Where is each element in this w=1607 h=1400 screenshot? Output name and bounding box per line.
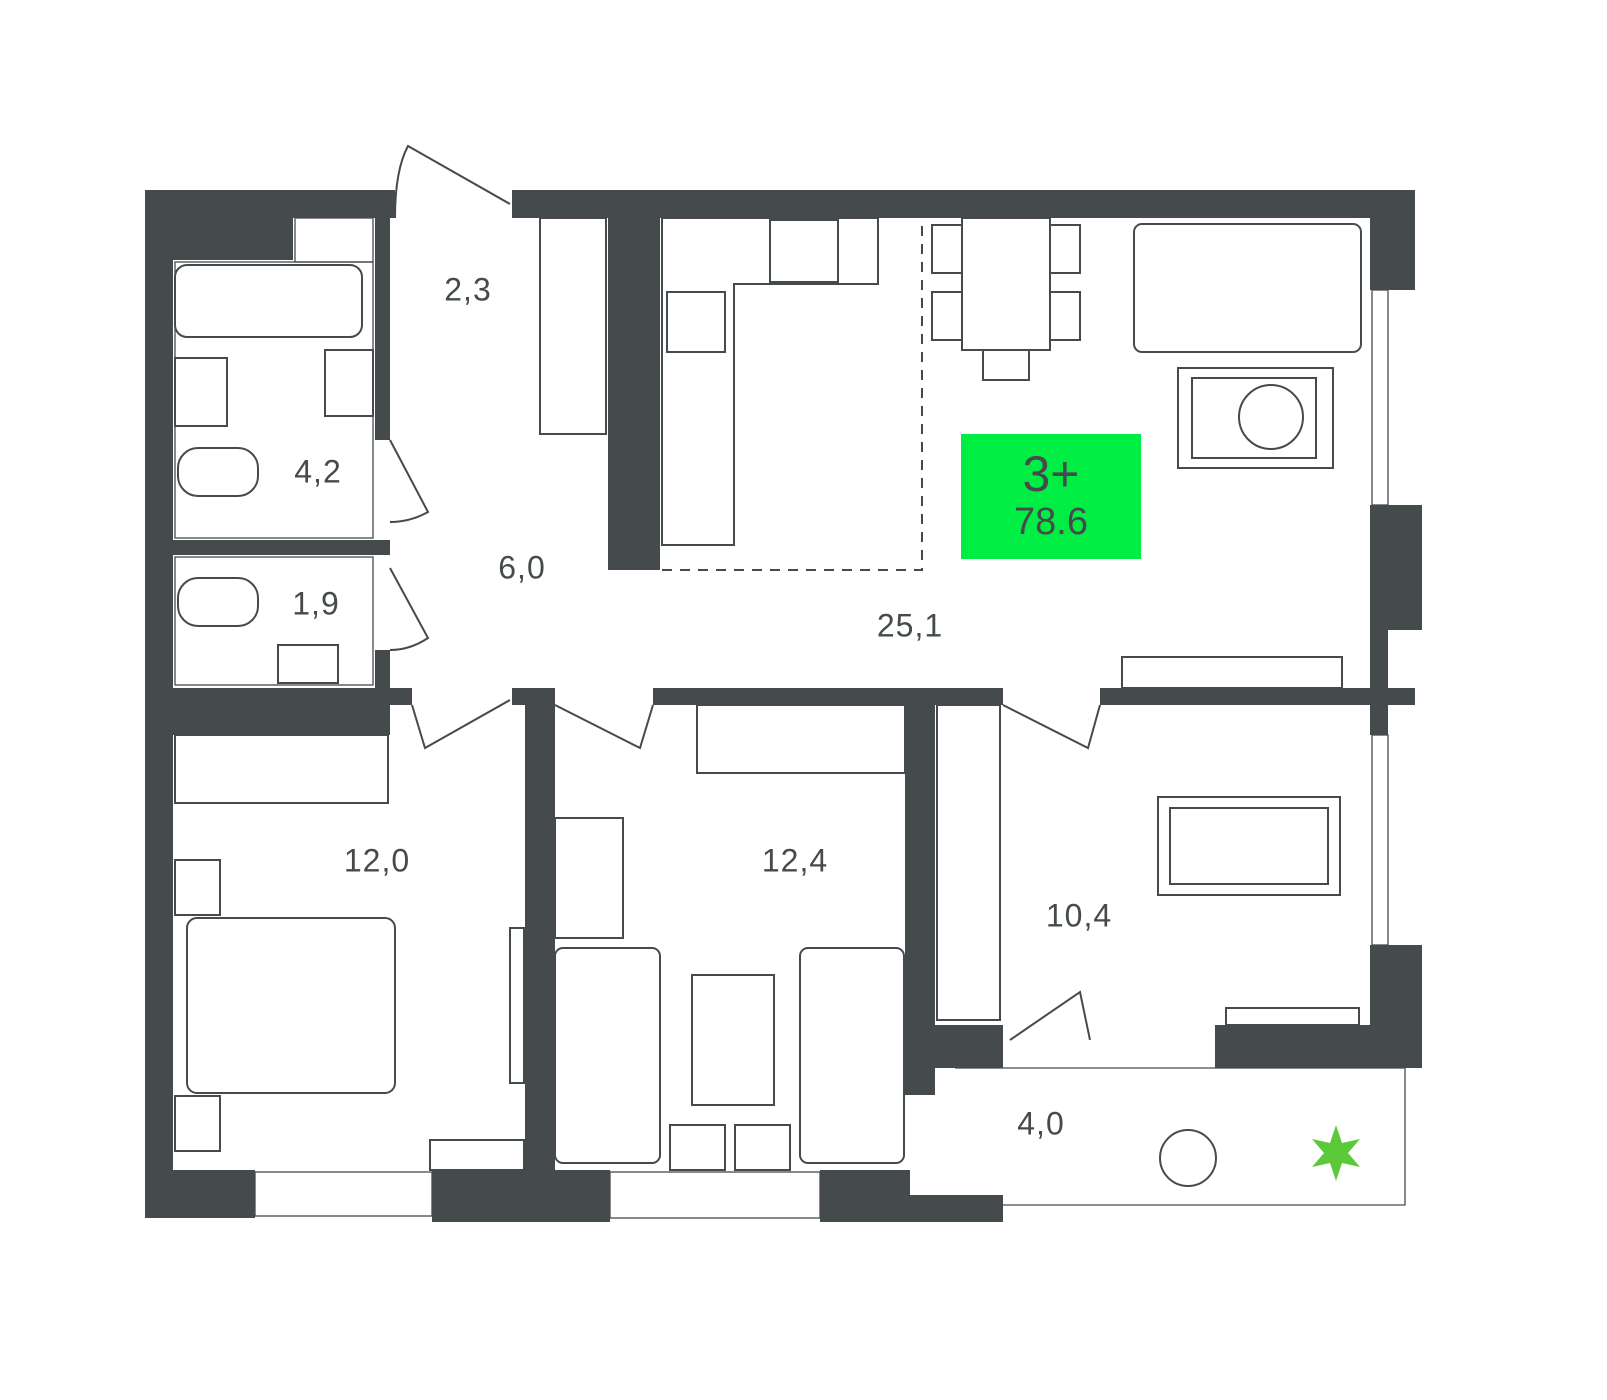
- rooms-count: 3+: [1022, 446, 1080, 502]
- walls: [145, 190, 1422, 1222]
- tv-stand: [1225, 1007, 1360, 1026]
- desk: [554, 817, 624, 939]
- furniture: [174, 217, 1406, 1206]
- desk: [429, 1139, 525, 1171]
- kitchen-counter: [661, 217, 879, 546]
- kitchen-sink: [666, 291, 726, 353]
- bed: [554, 947, 661, 1164]
- tv-stand: [1121, 656, 1343, 689]
- area-hall: 6,0: [498, 549, 546, 586]
- area-bathroom: 4,2: [294, 453, 342, 490]
- balcony: [955, 1067, 1406, 1206]
- rug: [1177, 367, 1334, 469]
- wardrobe: [539, 217, 607, 435]
- toilet: [177, 577, 259, 627]
- toilet: [177, 447, 259, 497]
- sink: [174, 357, 228, 427]
- sofa: [1133, 223, 1362, 353]
- balcony-table: [1159, 1129, 1217, 1187]
- wardrobe: [936, 704, 1001, 1021]
- wardrobe: [174, 734, 389, 804]
- area-living-kitchen: 25,1: [876, 607, 944, 644]
- tile-grid: [174, 217, 374, 686]
- area-bedroom-1: 12,0: [343, 842, 411, 879]
- windows: [254, 289, 1389, 1219]
- area-balcony: 4,0: [1017, 1105, 1065, 1142]
- bed: [799, 947, 905, 1164]
- bed: [186, 917, 396, 1094]
- plant-icon: [1312, 1125, 1360, 1181]
- wardrobe: [696, 704, 906, 774]
- area-toilet: 1,9: [292, 585, 340, 622]
- washing-machine: [324, 349, 374, 417]
- doors: [389, 144, 1101, 1041]
- total-area: 78.6: [1014, 501, 1088, 543]
- stove: [769, 219, 839, 283]
- rug: [691, 974, 775, 1106]
- rug: [1157, 796, 1341, 896]
- sink: [277, 644, 339, 684]
- bathtub: [174, 264, 363, 338]
- dining-table: [961, 217, 1051, 351]
- area-bedroom-2: 12,4: [761, 842, 829, 879]
- area-bedroom-3: 10,4: [1045, 897, 1113, 934]
- area-vestibule: 2,3: [444, 271, 492, 308]
- coffee-table: [1238, 384, 1304, 450]
- apartment-badge: 3+ 78.6: [961, 434, 1141, 559]
